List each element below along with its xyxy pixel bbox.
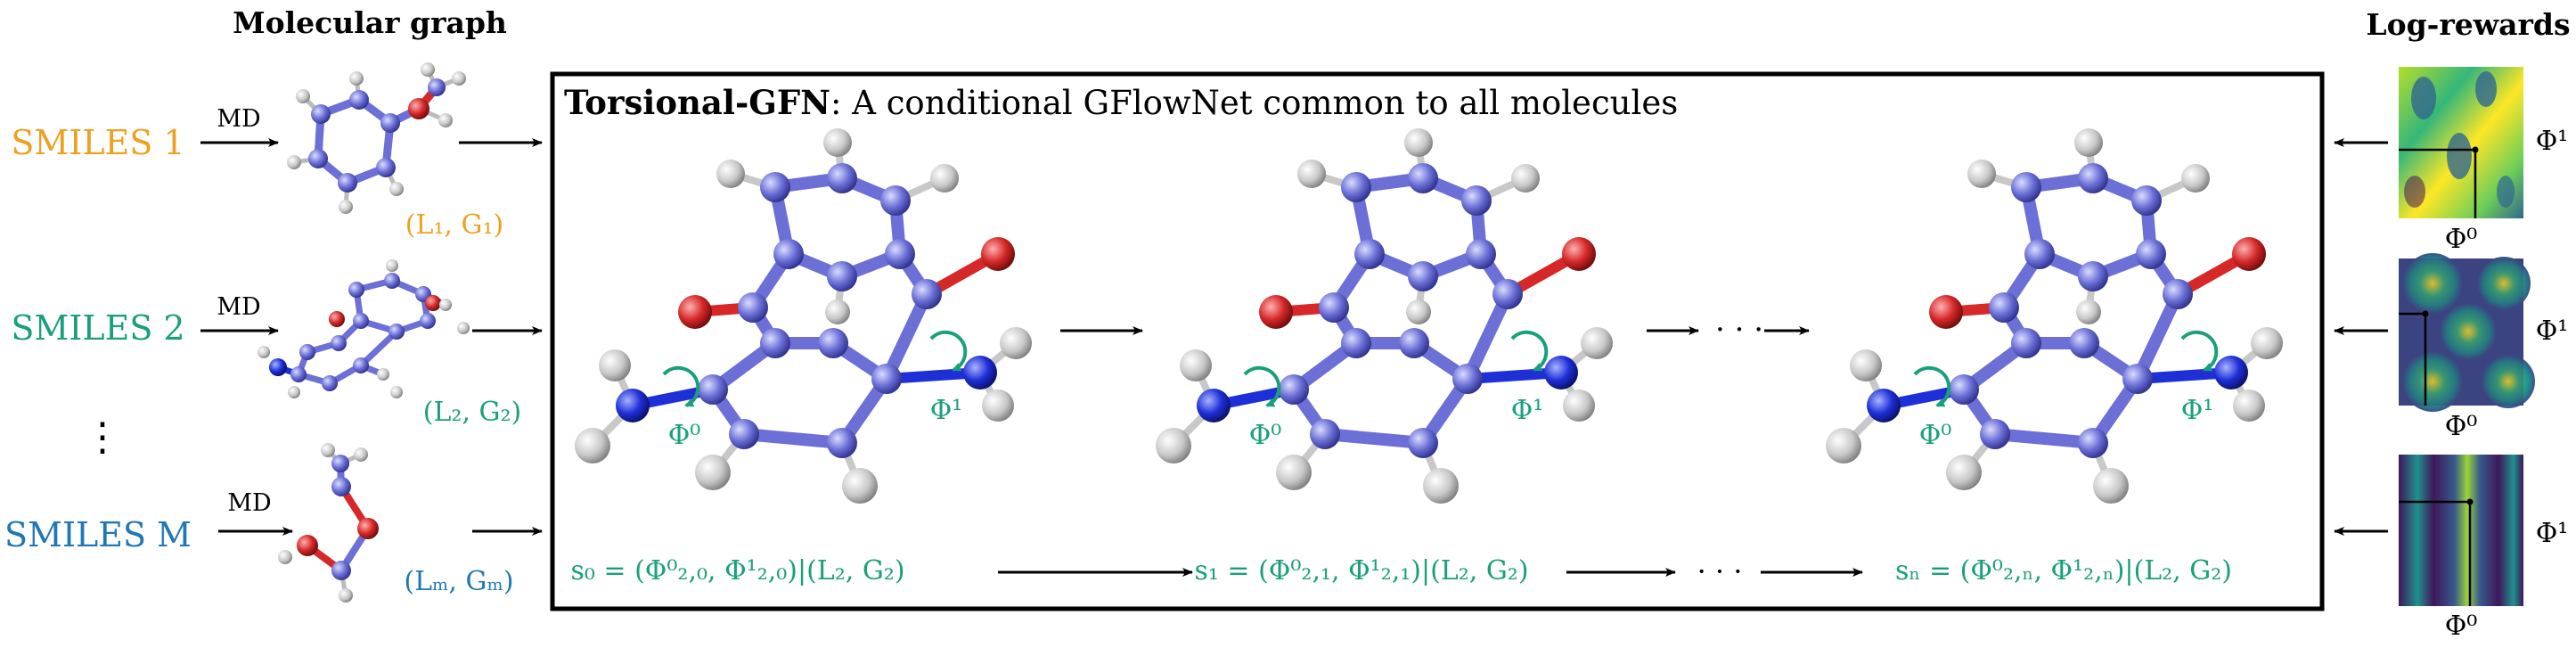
box-title-bold: Torsional-GFN	[564, 83, 830, 122]
graph-label-1: (L₁, G₁)	[405, 209, 503, 241]
molecule-smiles-m-atoms	[278, 443, 379, 603]
log-reward-heatmap-2	[2399, 253, 2535, 412]
heading-molecular-graph: Molecular graph	[233, 5, 507, 40]
log-reward-heatmap-1	[2399, 67, 2523, 218]
state-s1: s₁ = (Φ⁰₂,₁, Φ¹₂,₁)|(L₂, G₂)	[1194, 555, 1528, 586]
state-s0: s₀ = (Φ⁰₂,₀, Φ¹₂,₀)|(L₂, G₂)	[570, 555, 904, 586]
ellipsis-states: · · ·	[1697, 554, 1743, 588]
heatmap-m-y-label: Φ¹	[2536, 518, 2569, 549]
heatmap-2-y-label: Φ¹	[2536, 316, 2569, 347]
phi0-label-state-n: Φ⁰	[1919, 420, 1952, 451]
log-reward-heatmap-m	[2399, 455, 2523, 606]
smiles-2-label: SMILES 2	[11, 308, 184, 348]
graph-label-m: (Lₘ, Gₘ)	[404, 566, 513, 597]
svg-text:MD: MD	[217, 105, 260, 133]
molecule-smiles-1-atoms	[287, 62, 466, 214]
ellipsis-molecules: · · ·	[1715, 312, 1763, 348]
graph-label-2: (L₂, G₂)	[423, 397, 521, 428]
heatmap-m-x-label: Φ⁰	[2445, 611, 2478, 642]
phi1-label-state-1: Φ¹	[1511, 395, 1544, 426]
heatmap-2-x-label: Φ⁰	[2445, 411, 2478, 442]
molecule-state-0	[575, 128, 1032, 504]
phi1-label-state-0: Φ¹	[930, 395, 963, 426]
molecule-state-n	[1826, 128, 2283, 504]
svg-text:MD: MD	[217, 293, 260, 321]
phi0-label-state-1: Φ⁰	[1249, 420, 1282, 451]
vertical-dots: ⋮	[83, 414, 122, 460]
md-arrow-1: MD	[200, 105, 279, 147]
heatmap-1-y-label: Φ¹	[2536, 126, 2569, 157]
heading-log-rewards: Log-rewards	[2366, 7, 2570, 42]
phi0-label-state-0: Φ⁰	[668, 420, 701, 451]
smiles-1-label: SMILES 1	[11, 123, 184, 162]
state-sn: sₙ = (Φ⁰₂,ₙ, Φ¹₂,ₙ)|(L₂, G₂)	[1895, 555, 2232, 586]
heatmap-1-x-label: Φ⁰	[2445, 224, 2478, 255]
molecule-smiles-2-atoms	[258, 259, 470, 398]
molecule-state-1	[1156, 128, 1613, 504]
box-title: Torsional-GFN: A conditional GFlowNet co…	[564, 83, 1678, 122]
box-title-rest: : A conditional GFlowNet common to all m…	[830, 84, 1678, 122]
svg-text:MD: MD	[227, 489, 271, 517]
md-arrow-2: MD	[200, 293, 279, 335]
phi1-label-state-n: Φ¹	[2181, 395, 2214, 426]
smiles-m-label: SMILES M	[4, 515, 192, 554]
md-arrow-m: MD	[218, 489, 293, 536]
torsional-gfn-box	[550, 71, 2325, 611]
